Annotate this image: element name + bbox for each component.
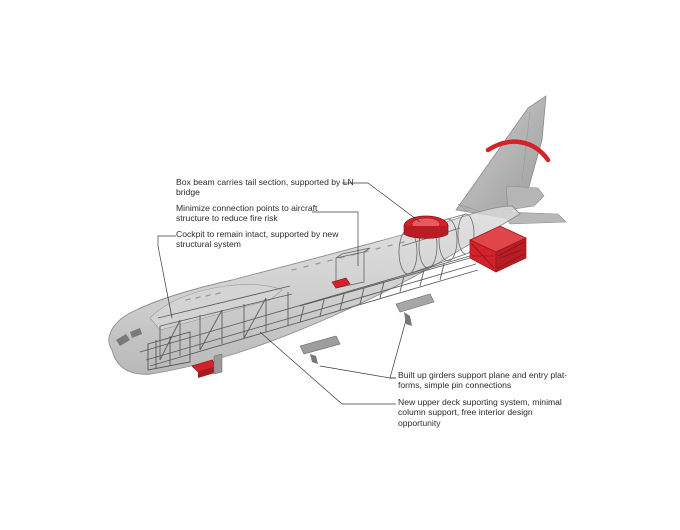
callout-girders: Built up girders support plane and entry… [398,370,568,391]
cockpit-frame [147,331,191,371]
mid-support-red [331,277,351,289]
built-up-girders [299,293,435,364]
callout-minimize-connections: Minimize connection points to aircraft s… [176,203,318,224]
leader-lines [157,182,421,405]
tail-connection-ring [403,215,449,239]
callout-box-beam: Box beam carries tail section, supported… [176,177,354,198]
callout-upper-deck: New upper deck suporting system, minimal… [398,397,562,428]
tail-rotation-arc [485,139,551,163]
ln-bridge-box-beam [469,225,527,273]
callout-cockpit: Cockpit to remain intact, supported by n… [176,229,339,250]
window-row [185,241,405,301]
internal-frame [139,255,479,367]
